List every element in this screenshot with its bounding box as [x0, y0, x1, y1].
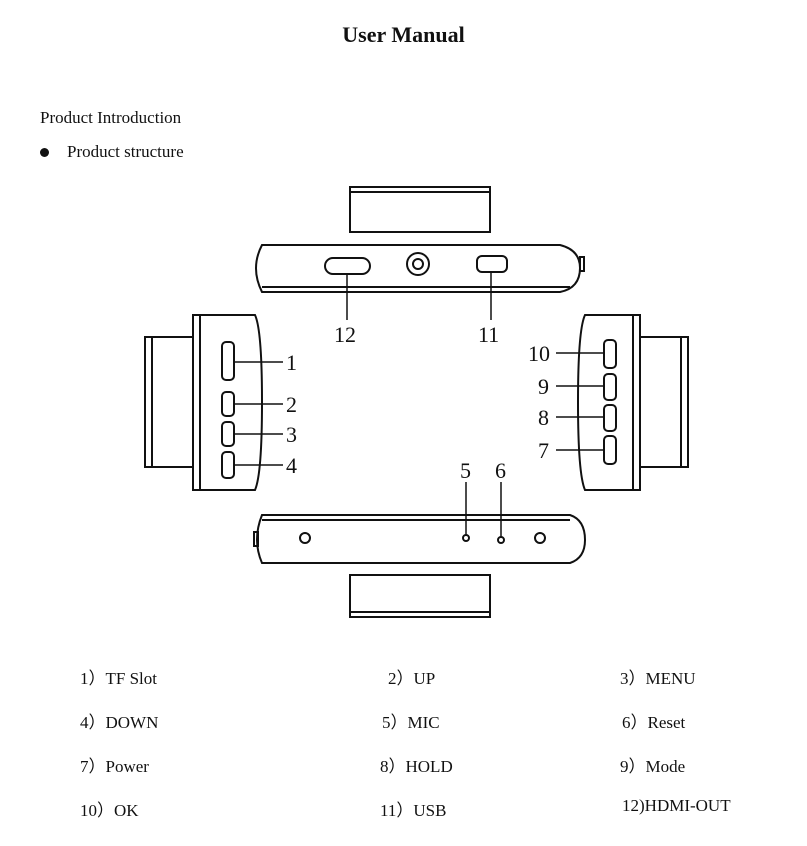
callout-1: 1 [286, 350, 297, 375]
subsection-line: Product structure [40, 142, 184, 162]
section-heading: Product Introduction [40, 108, 182, 127]
tf-slot-icon [221, 341, 235, 381]
legend-item: 8）HOLD [380, 757, 453, 776]
reset-hole-icon [497, 536, 505, 544]
device-right-view [576, 314, 689, 491]
hdmi-port-icon [324, 257, 371, 275]
mic-hole-icon [462, 534, 470, 542]
device-bottom-view [253, 514, 587, 618]
callout-12: 12 [334, 322, 356, 347]
legend-item: 2）UP [388, 669, 436, 688]
legend-item: 5）MIC [382, 713, 440, 732]
bullet-icon [40, 147, 49, 157]
callout-8: 8 [538, 405, 549, 430]
device-top-view [255, 186, 585, 293]
legend-item: 12)HDMI-OUT [622, 796, 731, 815]
callout-5: 5 [460, 458, 471, 483]
device-left-view [144, 314, 264, 491]
legend-item: 9）Mode [620, 757, 686, 776]
legend-item: 3）MENU [620, 669, 696, 688]
legend-item: 7）Power [80, 757, 149, 776]
subsection-label: Product structure [67, 142, 184, 161]
callout-11: 11 [478, 322, 499, 347]
legend-item: 10）OK [80, 801, 139, 820]
legend-item: 4）DOWN [80, 713, 159, 732]
callout-4: 4 [286, 453, 297, 478]
legend-item: 11）USB [380, 801, 447, 820]
callout-9: 9 [538, 374, 549, 399]
callout-3: 3 [286, 422, 297, 447]
callout-2: 2 [286, 392, 297, 417]
legend-item: 1）TF Slot [80, 669, 157, 688]
callout-7: 7 [538, 438, 549, 463]
callout-10: 10 [528, 341, 550, 366]
legend-item: 6）Reset [622, 713, 686, 732]
page-title: User Manual [342, 22, 465, 47]
callout-6: 6 [495, 458, 506, 483]
usb-port-icon [476, 255, 508, 273]
product-structure-diagram: 1 2 3 4 5 6 7 8 9 10 11 12 [144, 186, 689, 618]
